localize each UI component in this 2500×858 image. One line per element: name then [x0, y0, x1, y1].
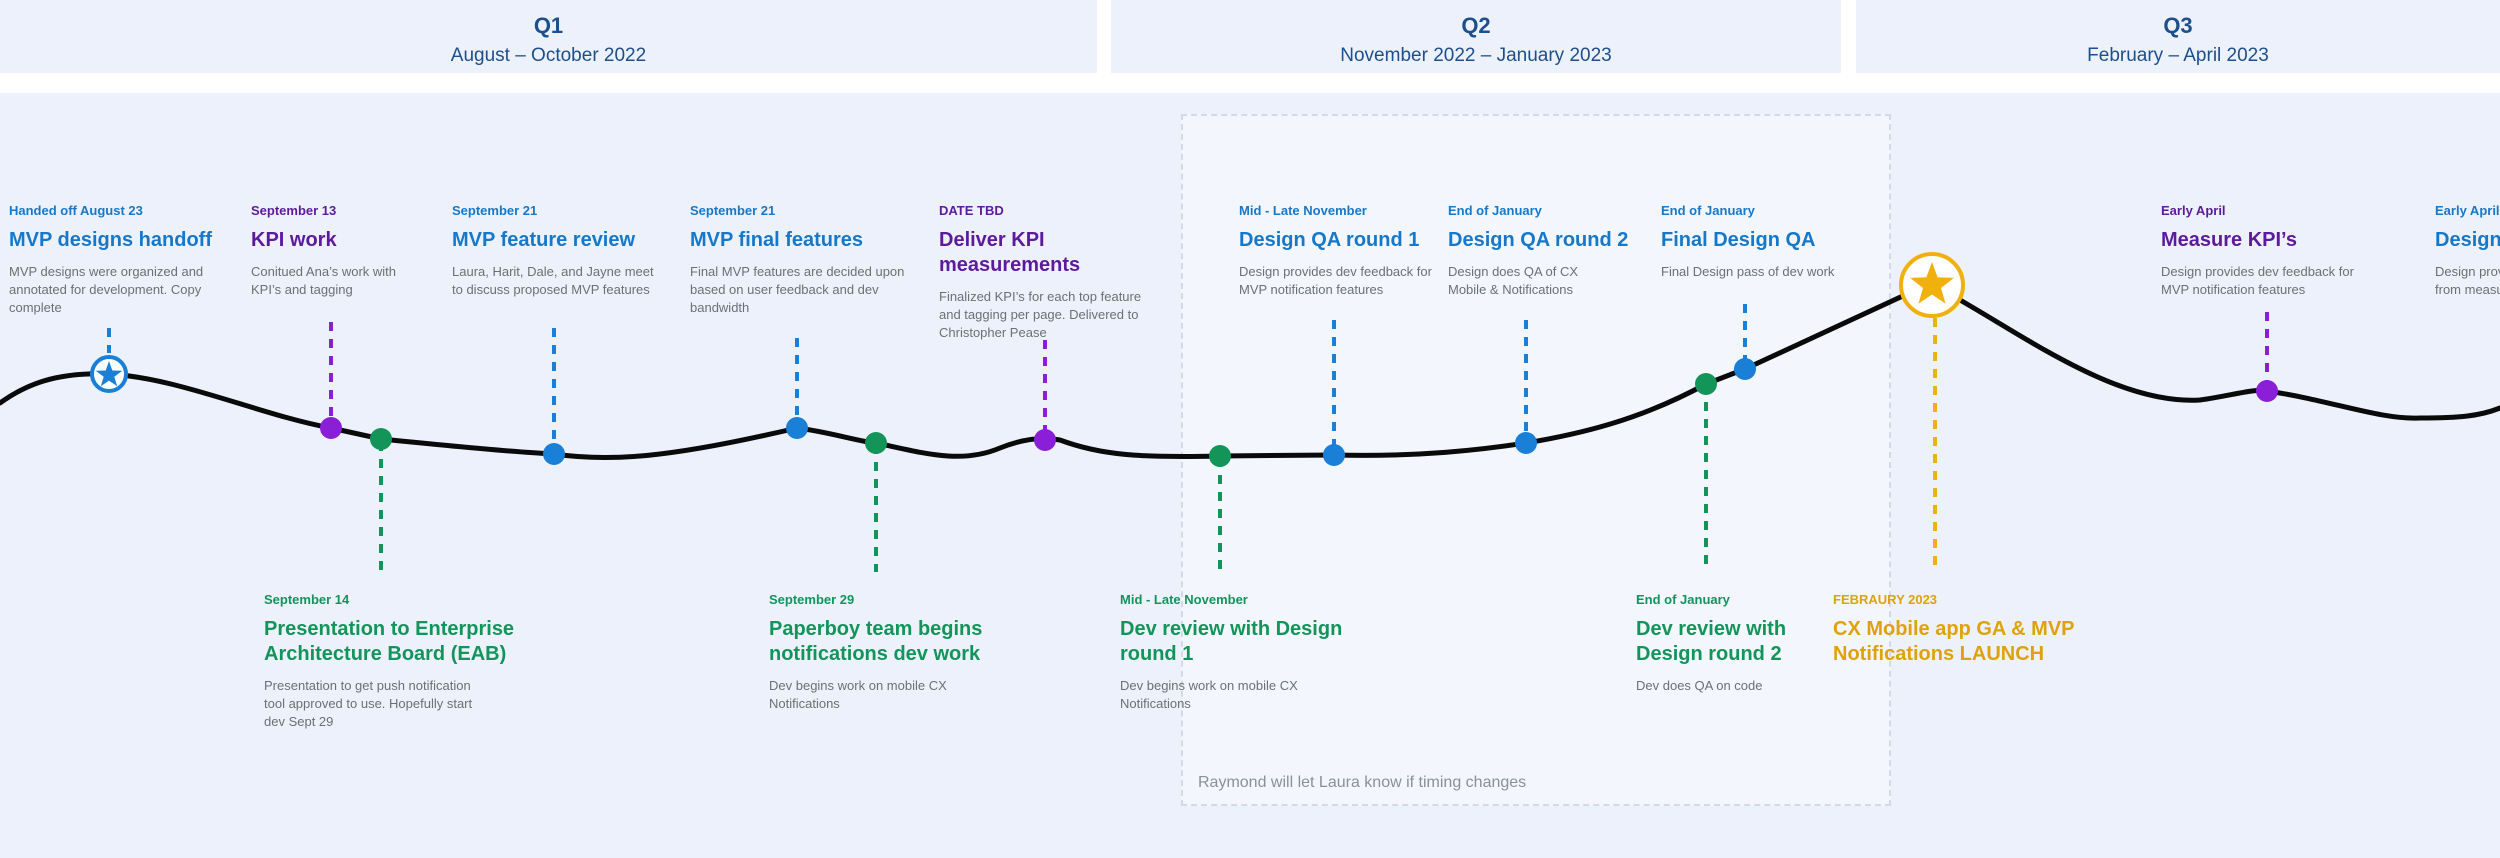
event-title: Measure KPI’s [2161, 229, 2297, 251]
dot-dev-review1 [1209, 445, 1231, 467]
dot-eab [370, 428, 392, 450]
event-title: MVP final features [690, 229, 864, 251]
event-date: End of January [1448, 203, 1542, 218]
event-date: Early April [2161, 203, 2226, 218]
event-desc: Conitued Ana’s work with KPI’s and taggi… [251, 264, 397, 297]
event-date: Mid - Late November [1120, 592, 1248, 607]
event-desc: Design does QA of CX Mobile & Notificati… [1448, 264, 1579, 297]
event-desc: Laura, Harit, Dale, and Jayne meet to di… [452, 264, 654, 297]
event-title: KPI work [251, 229, 337, 251]
qa-window-note: Raymond will let Laura know if timing ch… [1198, 774, 1527, 791]
event-desc: Dev does QA on code [1636, 678, 1763, 693]
dot-measure-kpi [2256, 380, 2278, 402]
event-final-qa: End of January Final Design QA Final Des… [1661, 203, 1861, 281]
event-title: Design [2435, 229, 2500, 251]
event-desc: Finalized KPI’s for each top feature and… [939, 289, 1142, 340]
event-title: Presentation to Enterprise Architecture … [264, 618, 515, 665]
quarter-range: February – April 2023 [2087, 45, 2269, 66]
event-date: Early April [2435, 203, 2500, 218]
event-title: Dev review with Design round 2 [1636, 618, 1787, 665]
event-title: MVP designs handoff [9, 229, 212, 251]
event-launch: FEBRAURY 2023 CX Mobile app GA & MVP Not… [1833, 592, 2103, 677]
star-icon [1910, 262, 1954, 304]
qa-window-box [1181, 114, 1891, 806]
quarter-title: Q1 [533, 13, 564, 38]
event-date: Mid - Late November [1239, 203, 1367, 218]
event-desc: MVP designs were organized and annotated… [9, 264, 204, 315]
event-title: Dev review with Design round 1 [1120, 618, 1343, 665]
event-title: CX Mobile app GA & MVP Notifications LAU… [1833, 618, 2075, 665]
event-desc: Final Design pass of dev work [1661, 264, 1835, 279]
star-icon [95, 361, 123, 387]
dot-kpi-work [320, 417, 342, 439]
event-qa-round2: End of January Design QA round 2 Design … [1448, 203, 1638, 299]
dot-final-features [786, 417, 808, 439]
event-date: September 14 [264, 592, 350, 607]
event-date: September 29 [769, 592, 855, 607]
event-title: Final Design QA [1661, 229, 1816, 251]
event-title: Design QA round 2 [1448, 229, 1629, 251]
event-title: Paperboy team begins notifications dev w… [769, 618, 983, 665]
event-date: September 21 [452, 203, 538, 218]
event-date: End of January [1636, 592, 1730, 607]
event-desc: Final MVP features are decided upon base… [690, 264, 905, 315]
event-date: End of January [1661, 203, 1755, 218]
event-kpi-work: September 13 KPI work Conitued Ana’s wor… [251, 203, 421, 299]
quarter-title: Q3 [2163, 13, 2193, 38]
event-design-measure: Early April Design Design provides dev f… [2435, 203, 2500, 299]
quarter-header-q2: Q2 November 2022 – January 2023 [1111, 0, 1841, 73]
event-desc: Design provides dev feedback for MVP not… [1239, 264, 1432, 297]
event-date: DATE TBD [939, 203, 1004, 218]
event-date: FEBRAURY 2023 [1833, 592, 1938, 607]
dot-kpi-delivery [1034, 429, 1056, 451]
event-mvp-handoff: Handed off August 23 MVP designs handoff… [9, 203, 219, 317]
event-desc: Design provides dev feedback for MVP not… [2161, 264, 2354, 297]
event-kpi-delivery: DATE TBD Deliver KPI measurements Finali… [939, 203, 1179, 342]
dot-paperboy [865, 432, 887, 454]
event-desc: Presentation to get push notification to… [264, 678, 473, 729]
dot-dev-review2 [1695, 373, 1717, 395]
event-eab: September 14 Presentation to Enterprise … [264, 592, 524, 731]
event-desc: Dev begins work on mobile CX Notificatio… [769, 678, 947, 711]
event-title: Deliver KPI measurements [939, 229, 1081, 276]
dot-qa-round2 [1515, 432, 1537, 454]
event-title: Design QA round 1 [1239, 229, 1420, 251]
event-final-features: September 21 MVP final features Final MV… [690, 203, 905, 317]
event-date: September 21 [690, 203, 776, 218]
event-title: MVP feature review [452, 229, 636, 251]
event-dev-review2: End of January Dev review with Design ro… [1636, 592, 1836, 695]
dot-qa-round1 [1323, 444, 1345, 466]
quarter-range: November 2022 – January 2023 [1340, 45, 1612, 66]
event-qa-round1: Mid - Late November Design QA round 1 De… [1239, 203, 1439, 299]
event-date: Handed off August 23 [9, 203, 143, 218]
event-measure-kpi: Early April Measure KPI’s Design provide… [2161, 203, 2371, 299]
quarter-range: August – October 2022 [450, 45, 647, 66]
quarter-header-q3: Q3 February – April 2023 [1856, 0, 2500, 73]
event-desc: Dev begins work on mobile CX Notificatio… [1120, 678, 1298, 711]
timeline-curve [0, 285, 2500, 461]
dot-feature-review [543, 443, 565, 465]
event-feature-review: September 21 MVP feature review Laura, H… [452, 203, 667, 299]
event-dev-review1: Mid - Late November Dev review with Desi… [1120, 592, 1350, 713]
event-desc: Design provides dev feedback from measur… [2435, 264, 2500, 297]
event-date: September 13 [251, 203, 337, 218]
quarter-title: Q2 [1461, 13, 1491, 38]
quarter-header-q1: Q1 August – October 2022 [0, 0, 1097, 73]
dot-final-qa [1734, 358, 1756, 380]
event-paperboy: September 29 Paperboy team begins notifi… [769, 592, 999, 713]
